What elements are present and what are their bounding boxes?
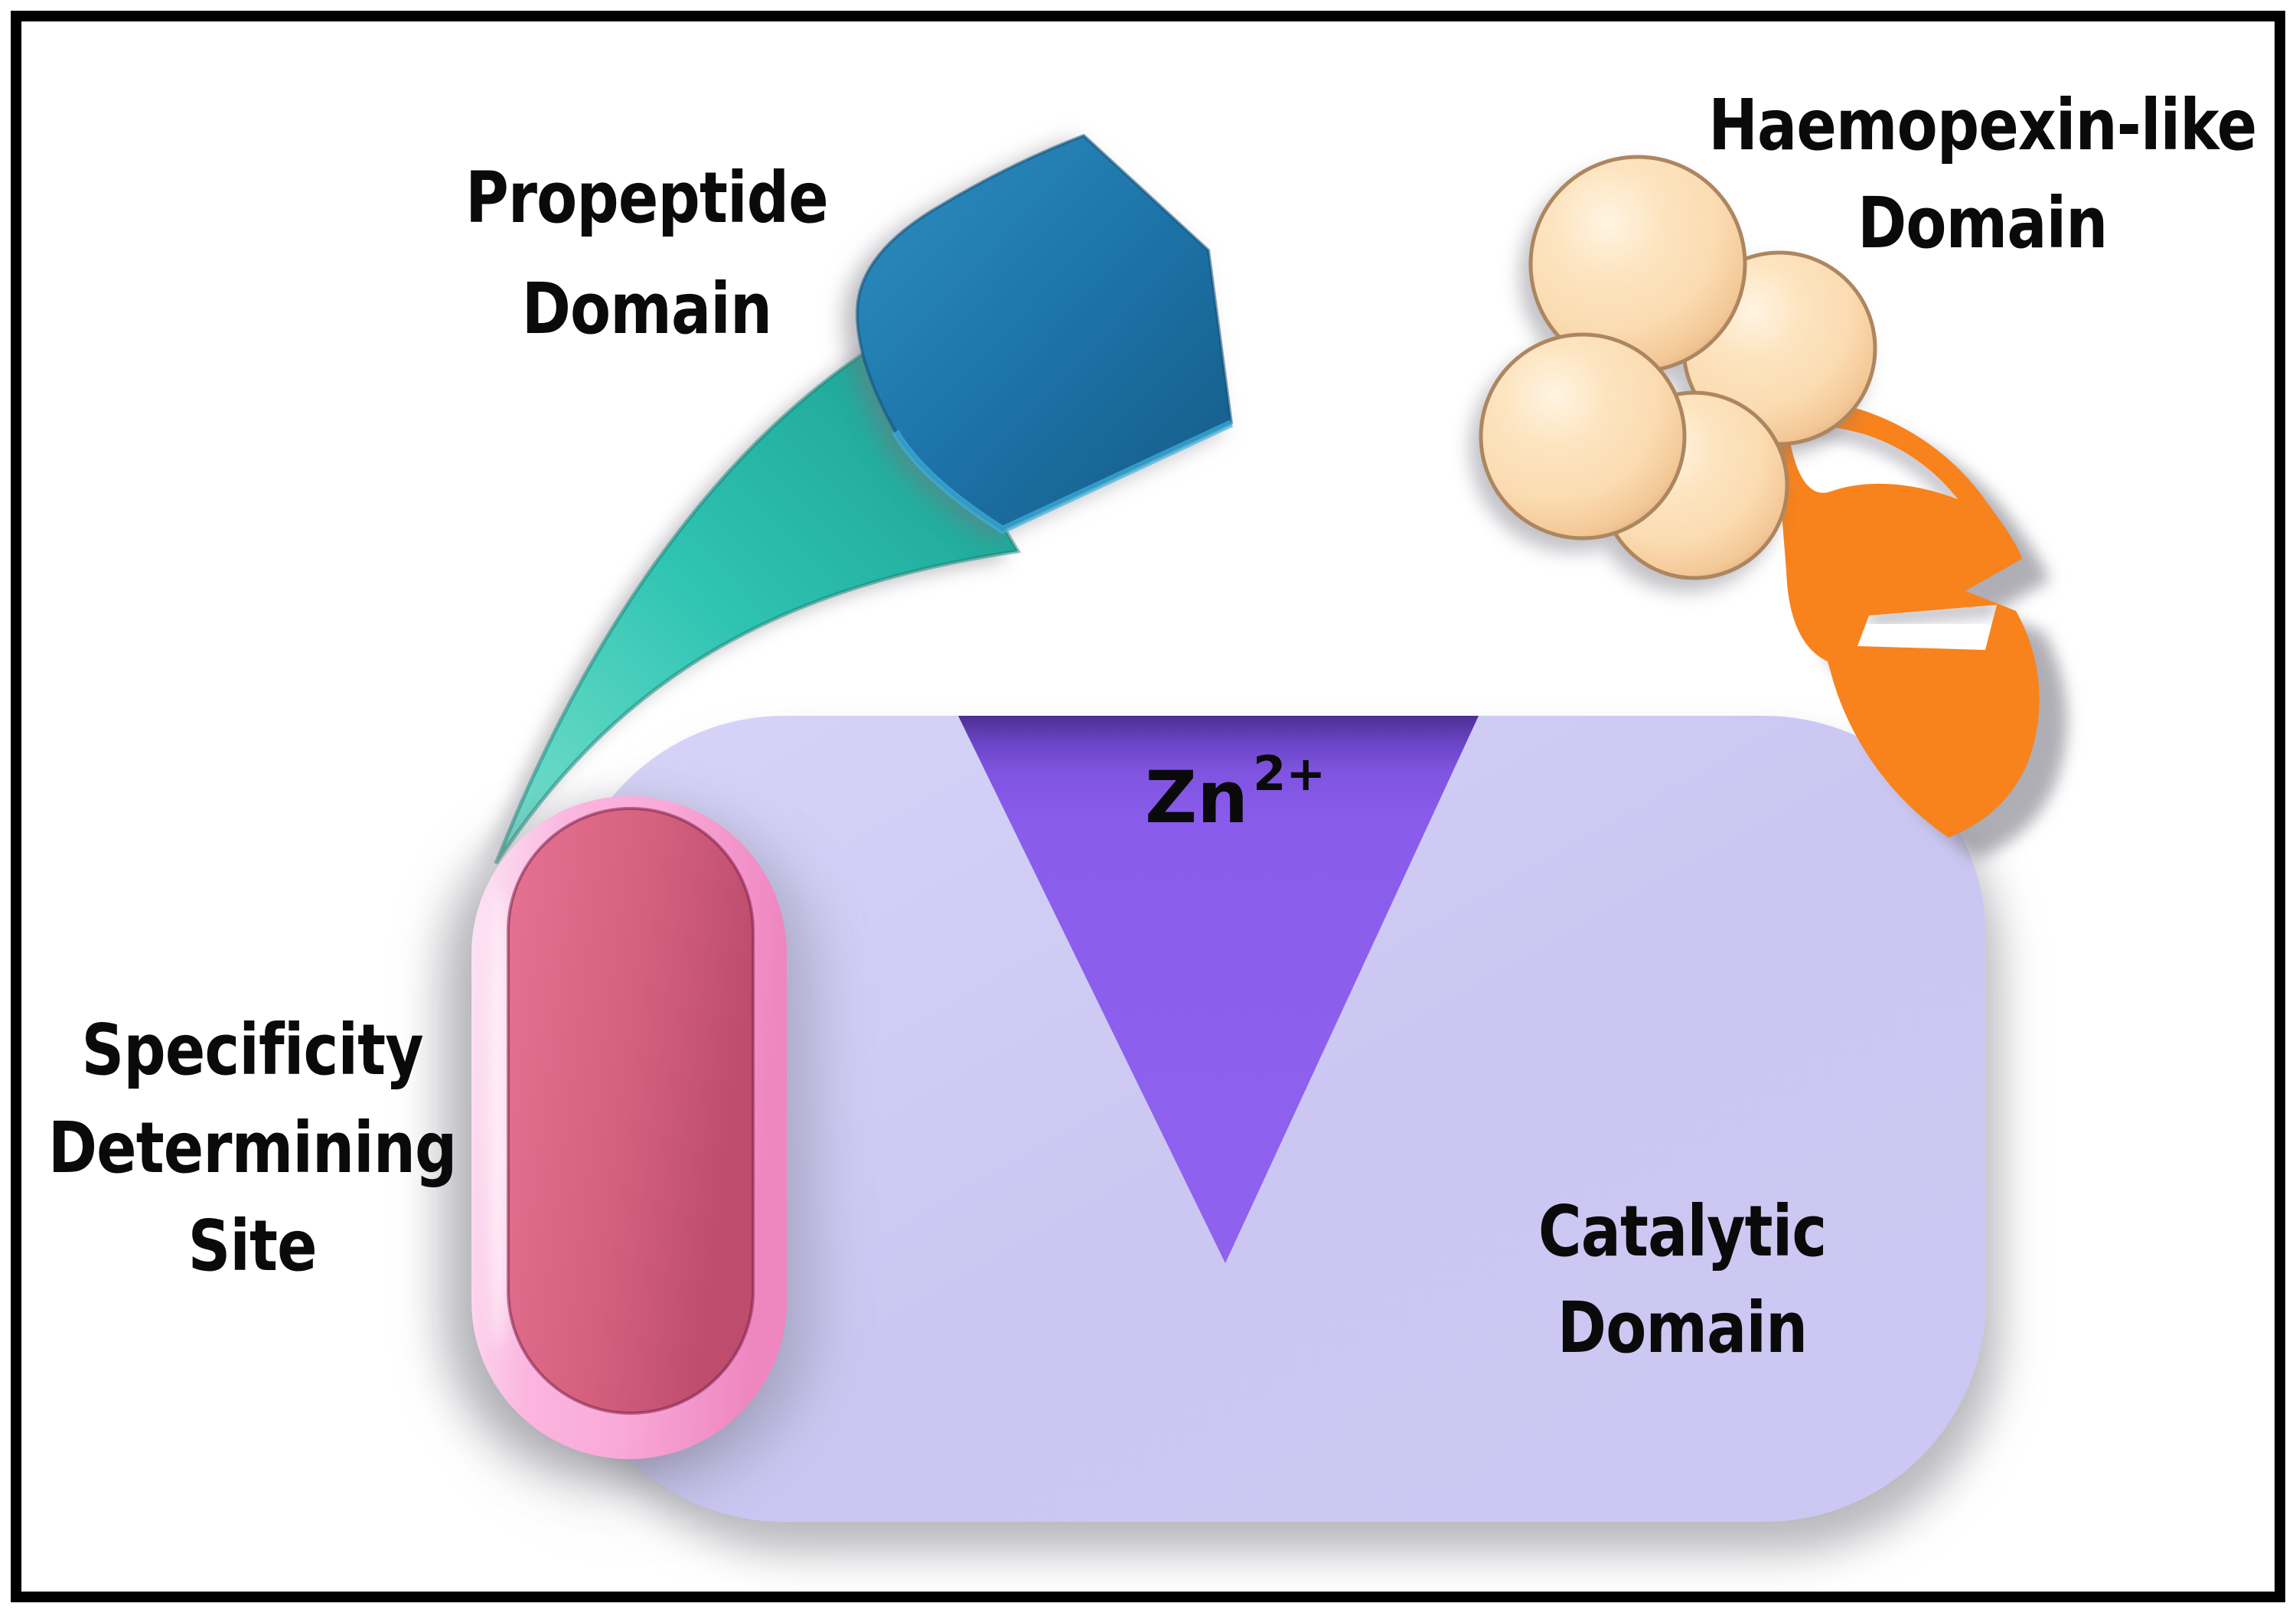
specificity-label-line1: Specificity: [81, 1009, 424, 1091]
zinc-charge: 2+: [1253, 746, 1326, 802]
propeptide-label-line2: Domain: [521, 268, 772, 350]
zinc-symbol: Zn: [1145, 756, 1249, 840]
propeptide-label-line1: Propeptide: [465, 157, 829, 239]
specificity-label-line2: Determining: [48, 1107, 457, 1189]
zinc-binding-cleft-triangle: [958, 716, 1479, 1263]
label-specificity-site: Specificity Determining Site: [0, 1001, 505, 1295]
zinc-ion-label: Zn2+: [1145, 746, 1326, 840]
label-propeptide-domain: Propeptide Domain: [264, 142, 1029, 364]
label-haemopexin-domain: Haemopexin-like Domain: [1638, 77, 2296, 273]
specificity-site-pill-highlight: [488, 888, 510, 1347]
catalytic-label-line2: Domain: [1557, 1287, 1808, 1369]
haemopexin-label-line2: Domain: [1857, 182, 2108, 264]
specificity-site-pill-inner: [507, 807, 755, 1415]
specificity-label-line3: Site: [188, 1205, 318, 1287]
label-catalytic-domain: Catalytic Domain: [1376, 1184, 1988, 1376]
linker-ribbon-gap-1: [1788, 426, 1958, 499]
haemopexin-label-line1: Haemopexin-like: [1707, 84, 2257, 166]
propeptide-domain-bevel: [892, 420, 1234, 534]
haemopexin-ball-left: [1479, 332, 1687, 540]
catalytic-label-line1: Catalytic: [1538, 1190, 1827, 1272]
